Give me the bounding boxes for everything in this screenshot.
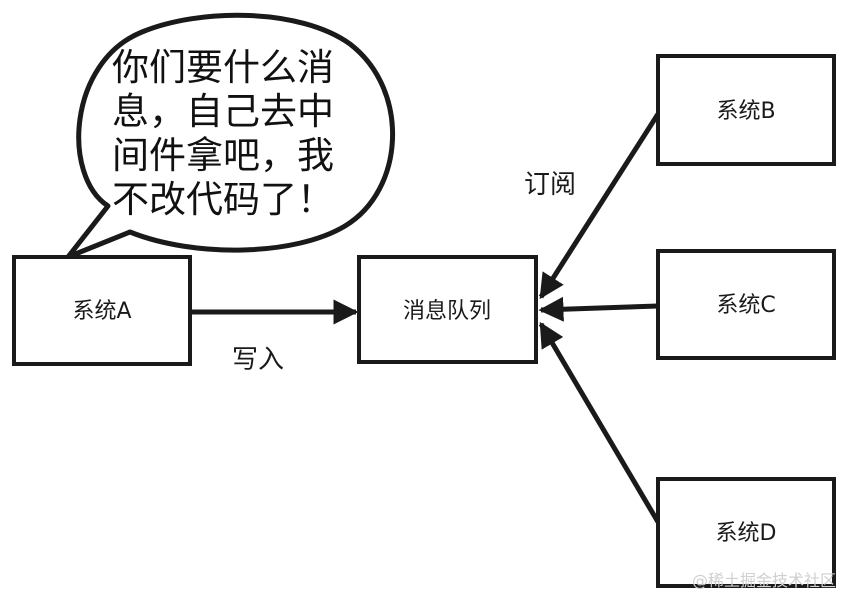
message-queue-label: 消息队列: [403, 299, 491, 324]
node-system-a: 系统A: [12, 255, 192, 366]
speech-line-2: 息，自己去中: [112, 90, 334, 133]
arrow-system-b-to-queue: [538, 112, 661, 300]
system-b-box: [656, 54, 836, 166]
message-queue-box: [357, 255, 538, 364]
system-b-label: 系统B: [716, 99, 775, 124]
system-c-box: [656, 249, 836, 360]
speech-line-1: 你们要什么消: [112, 46, 334, 89]
system-a-label: 系统A: [72, 299, 131, 324]
arrow-system-c-to-queue: [538, 296, 659, 322]
system-c-label: 系统C: [716, 293, 775, 318]
node-system-c: 系统C: [656, 249, 836, 360]
node-system-b: 系统B: [656, 54, 836, 166]
speech-bubble: 你们要什么消 息，自己去中 间件拿吧，我 不改代码了！: [65, 12, 395, 260]
node-message-queue: 消息队列: [357, 255, 538, 364]
speech-bubble-shape: [65, 12, 395, 260]
watermark: @稀土掘金技术社区: [692, 571, 836, 590]
system-d-box: [656, 477, 836, 588]
system-d-label: 系统D: [716, 521, 777, 546]
speech-line-3: 间件拿吧，我: [112, 134, 334, 177]
write-label: 写入: [232, 345, 284, 375]
subscribe-label: 订阅: [524, 170, 576, 200]
speech-line-4: 不改代码了！: [112, 178, 334, 221]
node-system-d: 系统D: [656, 477, 836, 588]
arrow-system-d-to-queue: [538, 321, 661, 524]
